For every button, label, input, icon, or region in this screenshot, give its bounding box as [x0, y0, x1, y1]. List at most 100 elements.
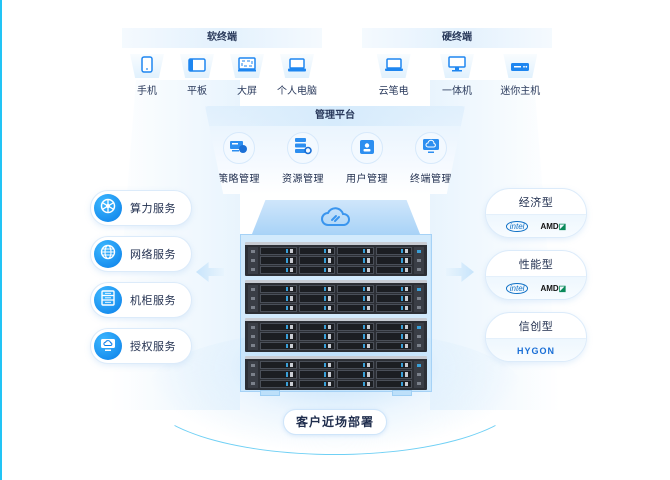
all-in-one-icon [448, 56, 466, 76]
drive-slot [375, 361, 412, 370]
server-unit [245, 242, 427, 276]
compute-icon [100, 198, 116, 218]
terminal-cloud-laptop[interactable]: 云笔电 [371, 54, 417, 97]
intel-logo: intel [505, 221, 529, 232]
terminal-label: 平板 [187, 86, 207, 97]
drive-slot [260, 247, 297, 256]
server-unit [245, 356, 427, 390]
drive-slot [337, 370, 374, 379]
mgmt-label: 用户管理 [346, 174, 388, 185]
globe-icon [100, 244, 116, 264]
cpu-performance[interactable]: 性能型 intel AMD◪ [485, 250, 587, 300]
drive-bay [260, 361, 297, 388]
terminal-label: 大屏 [237, 86, 257, 97]
drive-slot [337, 256, 374, 265]
drive-slot [260, 265, 297, 274]
soft-terminal-title: 软终端 [122, 28, 322, 48]
drive-bay [260, 247, 297, 274]
service-label: 网络服务 [130, 248, 176, 261]
drive-slot [337, 294, 374, 303]
drive-bay [337, 285, 374, 312]
service-compute[interactable]: 算力服务 [90, 190, 192, 226]
hard-terminal-title: 硬终端 [362, 28, 552, 48]
drive-slot [337, 303, 374, 312]
server-panel-right [414, 285, 424, 312]
cpu-economy[interactable]: 经济型 intel AMD◪ [485, 188, 587, 238]
terminal-tablet[interactable]: 平板 [174, 54, 220, 97]
drive-bay [375, 323, 412, 350]
drive-slot [260, 379, 297, 388]
mgmt-user[interactable]: 用户管理 [338, 132, 396, 185]
terminal-phone[interactable]: 手机 [124, 54, 170, 97]
drive-slot [337, 361, 374, 370]
terminal-all-in-one[interactable]: 一体机 [434, 54, 480, 97]
cpu-type-label: 经济型 [518, 196, 554, 209]
drive-slot [260, 294, 297, 303]
drive-bay [298, 361, 335, 388]
phone-icon [141, 55, 153, 77]
cabinet-foot-left [260, 390, 280, 396]
drive-slot [298, 361, 335, 370]
drive-slot [337, 332, 374, 341]
left-edge-bar [0, 0, 2, 480]
service-cabinet[interactable]: 机柜服务 [90, 282, 192, 318]
amd-logo-text: AMD [540, 222, 559, 231]
terminal-pc[interactable]: 个人电脑 [274, 54, 320, 97]
mgmt-terminal[interactable]: 终端管理 [402, 132, 460, 185]
drive-slot [375, 265, 412, 274]
cabinet-icon [101, 290, 115, 310]
drive-bay [298, 285, 335, 312]
drive-slot [337, 285, 374, 294]
management-title: 管理平台 [205, 106, 465, 126]
terminal-label: 迷你主机 [500, 86, 541, 97]
drive-slot [260, 370, 297, 379]
terminal-big-screen[interactable]: 大屏 [224, 54, 270, 97]
drive-slot [298, 303, 335, 312]
service-license[interactable]: 授权服务 [90, 328, 192, 364]
terminal-label: 云笔电 [378, 86, 409, 97]
cpu-type-label: 信创型 [518, 320, 554, 333]
service-network[interactable]: 网络服务 [90, 236, 192, 272]
drive-slot [337, 341, 374, 350]
terminal-icon [422, 138, 440, 158]
server-panel-right [414, 247, 424, 274]
resource-icon [294, 137, 312, 159]
laptop-icon [287, 57, 307, 76]
service-label: 授权服务 [130, 340, 176, 353]
drive-slot [260, 256, 297, 265]
hygon-logo: HYGON [516, 345, 555, 356]
mgmt-policy[interactable]: 策略管理 [210, 132, 268, 185]
amd-arrow-icon: ◪ [558, 222, 567, 231]
drive-slot [375, 285, 412, 294]
drive-slot [375, 303, 412, 312]
server-panel-left [248, 285, 258, 312]
drive-slot [298, 323, 335, 332]
server-panel-left [248, 361, 258, 388]
cloud-laptop-icon [384, 57, 404, 76]
drive-slot [260, 361, 297, 370]
cpu-xinchuang[interactable]: 信创型 HYGON [485, 312, 587, 362]
drive-slot [298, 256, 335, 265]
drive-slot [298, 294, 335, 303]
drive-slot [260, 285, 297, 294]
mgmt-label: 策略管理 [218, 174, 260, 185]
drive-slot [375, 323, 412, 332]
drive-bay [260, 285, 297, 312]
server-panel-right [414, 361, 424, 388]
mgmt-label: 终端管理 [410, 174, 452, 185]
user-icon [360, 139, 374, 158]
drive-slot [375, 379, 412, 388]
deploy-badge[interactable]: 客户近场部署 [283, 409, 387, 435]
arrow-left-icon [196, 262, 224, 282]
drive-bay [298, 323, 335, 350]
drive-slot [337, 247, 374, 256]
drive-bay [375, 361, 412, 388]
drive-slot [375, 256, 412, 265]
mini-host-icon [510, 57, 530, 76]
cpu-type-label: 性能型 [518, 258, 554, 271]
terminal-mini-host[interactable]: 迷你主机 [497, 54, 543, 97]
terminal-label: 一体机 [441, 86, 472, 97]
mgmt-resource[interactable]: 资源管理 [274, 132, 332, 185]
drive-slot [298, 379, 335, 388]
tablet-icon [188, 57, 206, 76]
